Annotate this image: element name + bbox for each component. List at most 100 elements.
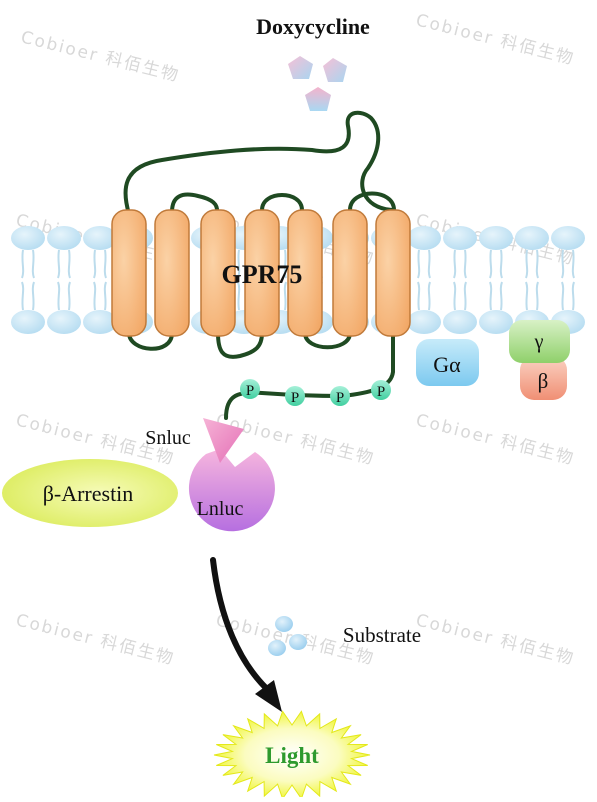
substrate-molecules bbox=[268, 616, 307, 656]
beta-arrestin: β-Arrestin bbox=[2, 459, 178, 527]
lipid-head bbox=[407, 226, 441, 250]
n-terminal-loop bbox=[123, 110, 394, 216]
lipid-tail bbox=[103, 249, 107, 279]
g-beta-subunit: β bbox=[520, 356, 567, 400]
lipid-tail bbox=[67, 249, 71, 279]
watermark-text: Cobioer 科佰生物 bbox=[414, 10, 577, 69]
lipid-tail bbox=[453, 249, 457, 279]
lipid-head bbox=[479, 226, 513, 250]
lipid-head bbox=[47, 310, 81, 334]
lipid-tail bbox=[93, 281, 97, 311]
lipid-tail bbox=[67, 281, 71, 311]
light-burst: Light bbox=[213, 710, 371, 800]
doxycycline-title: Doxycycline bbox=[256, 14, 370, 39]
lipid-tail bbox=[463, 249, 467, 279]
lnluc-fragment: Lnluc bbox=[188, 449, 275, 532]
lipid-tail bbox=[21, 281, 25, 311]
lipid-tail bbox=[237, 281, 241, 311]
watermark-text: Cobioer 科佰生物 bbox=[414, 410, 577, 469]
phospho-site: P bbox=[330, 386, 350, 406]
doxycycline-molecules bbox=[288, 56, 347, 111]
watermarks: Cobioer 科佰生物 Cobioer 科佰生物 Cobioer 科佰生物 C… bbox=[14, 10, 577, 669]
light-label: Light bbox=[265, 743, 319, 768]
lipid-tail bbox=[463, 281, 467, 311]
lipid-head bbox=[83, 226, 117, 250]
lipid-tail bbox=[417, 281, 421, 311]
phosphorylation-sites: P P P P bbox=[240, 379, 391, 406]
beta-arrestin-label: β-Arrestin bbox=[43, 481, 134, 506]
g-gamma-label: γ bbox=[534, 331, 544, 353]
phospho-site: P bbox=[240, 379, 260, 399]
phospho-site: P bbox=[371, 380, 391, 400]
doxycycline-molecule bbox=[305, 87, 331, 111]
transmembrane-helix bbox=[154, 209, 190, 337]
g-alpha-subunit: Gα bbox=[416, 339, 479, 386]
transmembrane-helix bbox=[200, 209, 236, 337]
phospho-label: P bbox=[377, 384, 385, 400]
snluc-fragment bbox=[203, 418, 244, 463]
phospho-label: P bbox=[246, 383, 254, 399]
g-alpha-label: Gα bbox=[433, 352, 461, 377]
watermark-text: Cobioer 科佰生物 bbox=[214, 410, 377, 469]
lipid-tail bbox=[535, 281, 539, 311]
lipid-head bbox=[551, 226, 585, 250]
g-gamma-subunit: γ bbox=[509, 320, 570, 363]
lipid-tail bbox=[525, 281, 529, 311]
lipid-tail bbox=[453, 281, 457, 311]
watermark-text: Cobioer 科佰生物 bbox=[14, 610, 177, 669]
lipid-tail bbox=[489, 249, 493, 279]
lipid-tail bbox=[427, 281, 431, 311]
lipid-head bbox=[479, 310, 513, 334]
extracellular-loop bbox=[348, 191, 396, 212]
lipid-tail bbox=[31, 249, 35, 279]
lipid-tail bbox=[571, 281, 575, 311]
transmembrane-helix bbox=[244, 209, 280, 337]
substrate-molecule bbox=[275, 616, 293, 632]
lipid-head bbox=[83, 310, 117, 334]
lipid-tail bbox=[561, 249, 565, 279]
transmembrane-helix bbox=[287, 209, 323, 337]
lipid-tail bbox=[21, 249, 25, 279]
watermark-text: Cobioer 科佰生物 bbox=[414, 610, 577, 669]
lipid-head bbox=[47, 226, 81, 250]
intracellular-loop bbox=[216, 331, 264, 359]
c-terminal-tail bbox=[224, 331, 395, 420]
extracellular-loop bbox=[170, 192, 220, 214]
extracellular-loop bbox=[260, 193, 304, 212]
substrate-label: Substrate bbox=[343, 623, 421, 647]
substrate-molecule bbox=[289, 634, 307, 650]
snluc-label: Snluc bbox=[145, 427, 191, 449]
transmembrane-helix bbox=[332, 209, 368, 337]
doxycycline-molecule bbox=[323, 58, 347, 82]
lipid-tail bbox=[57, 281, 61, 311]
lipid-tail bbox=[103, 281, 107, 311]
doxycycline-molecule bbox=[288, 56, 313, 79]
gpr75-transmembrane-helices bbox=[111, 209, 411, 337]
reaction-arrow bbox=[210, 557, 282, 712]
transmembrane-helix bbox=[375, 209, 411, 337]
lipid-tail bbox=[489, 281, 493, 311]
lipid-tail bbox=[93, 249, 97, 279]
lipid-head bbox=[443, 310, 477, 334]
lipid-head bbox=[407, 310, 441, 334]
lipid-head bbox=[443, 226, 477, 250]
phospho-site: P bbox=[285, 386, 305, 406]
substrate-molecule bbox=[268, 640, 286, 656]
lipid-tail bbox=[283, 281, 287, 311]
phospho-label: P bbox=[336, 390, 344, 406]
lipid-tail bbox=[283, 249, 287, 279]
lipid-tail bbox=[561, 281, 565, 311]
transmembrane-helix bbox=[111, 209, 147, 337]
lipid-tail bbox=[499, 249, 503, 279]
lnluc-label: Lnluc bbox=[197, 498, 244, 520]
lipid-tail bbox=[427, 249, 431, 279]
lipid-tail bbox=[417, 249, 421, 279]
lipid-tail bbox=[31, 281, 35, 311]
g-beta-label: β bbox=[538, 369, 549, 393]
lipid-tail bbox=[525, 249, 529, 279]
lipid-head bbox=[11, 310, 45, 334]
lipid-head bbox=[11, 226, 45, 250]
intracellular-loop bbox=[303, 331, 352, 350]
